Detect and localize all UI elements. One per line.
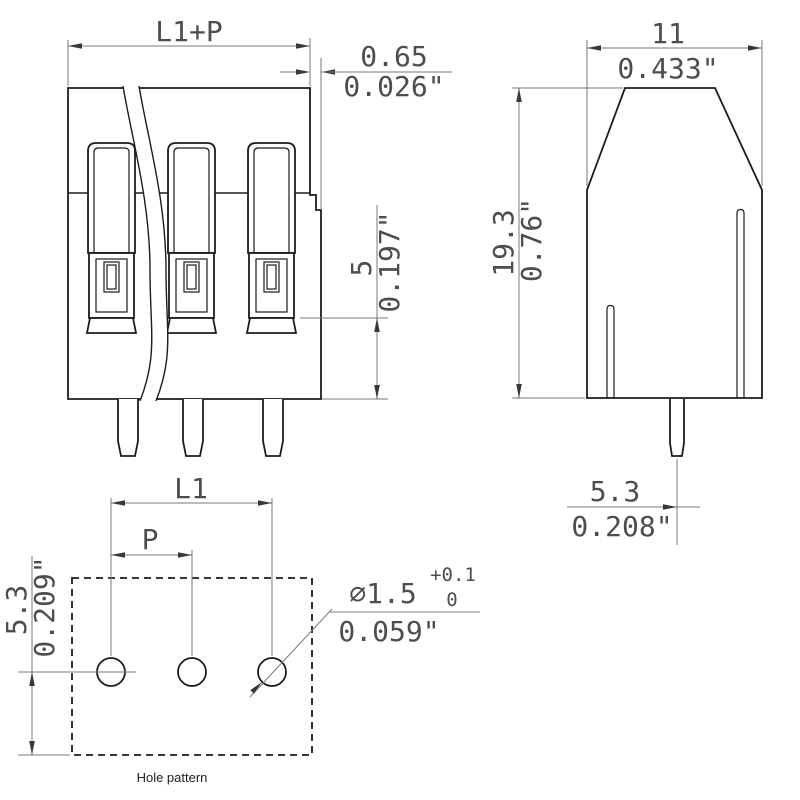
dim-holes-p: P (111, 523, 193, 656)
side-pin (669, 399, 685, 457)
hole-dia-inch: 0.059" (338, 615, 439, 648)
side-view: 11 0.433" 19.3 0.76" 5.3 0.208" (487, 17, 763, 545)
dim-front-wall: 0.65 0.026" (280, 40, 452, 210)
terminal-2 (165, 142, 218, 334)
side-pin-inch: 0.208" (571, 510, 672, 543)
terminal-3 (245, 142, 298, 334)
hole-2 (177, 657, 207, 687)
holes-l1-label: L1 (174, 472, 208, 505)
side-height-inch: 0.76" (515, 198, 548, 282)
side-pin-mm: 5.3 (590, 475, 641, 508)
side-height-mm: 19.3 (487, 209, 520, 276)
hole-dia-mm: ∅1.5 (349, 577, 416, 610)
dim-side-width: 11 0.433" (586, 17, 763, 186)
holes-edge-mm: 5.3 (0, 585, 33, 636)
dim-hole-diameter: ∅1.5 +0.1 0 0.059" (249, 564, 480, 698)
front-view: L1+P 0.65 0.026" 5 0.197" (67, 15, 452, 457)
front-clamp-mm: 5 (345, 260, 378, 277)
hole-dia-tol-plus: +0.1 (430, 564, 476, 586)
hole-3 (257, 657, 287, 687)
front-wall-inch: 0.026" (343, 70, 444, 103)
front-total-width-label: L1+P (155, 15, 222, 48)
dim-side-height: 19.3 0.76" (487, 87, 623, 399)
pin-3 (262, 399, 284, 457)
dim-front-total-width: L1+P (67, 15, 311, 86)
pin-1 (117, 399, 139, 457)
side-slot-right (736, 208, 745, 398)
dim-side-pin-length: 5.3 0.208" (567, 459, 700, 545)
dim-holes-edge: 5.3 0.209" (0, 556, 136, 756)
front-pins (117, 399, 284, 457)
hole-pattern-view: L1 P 5.3 0.209" ∅1.5 +0.1 (0, 472, 480, 785)
holes-p-label: P (142, 523, 159, 556)
front-clamp-inch: 0.197" (373, 211, 406, 312)
hole-dia-tol-minus: 0 (446, 589, 457, 611)
dim-front-clamp-height: 5 0.197" (300, 205, 406, 400)
terminal-1 (85, 142, 138, 334)
side-width-inch: 0.433" (617, 52, 718, 85)
side-body-outline (586, 87, 763, 399)
hole-pattern-caption: Hole pattern (137, 770, 208, 785)
side-width-mm: 11 (651, 17, 685, 50)
break-line (122, 85, 169, 402)
dim-holes-l1: L1 (110, 472, 273, 656)
side-slot-left (606, 304, 615, 398)
holes-edge-inch: 0.209" (28, 556, 61, 657)
pin-2 (182, 399, 204, 457)
front-wall-mm: 0.65 (360, 40, 427, 73)
